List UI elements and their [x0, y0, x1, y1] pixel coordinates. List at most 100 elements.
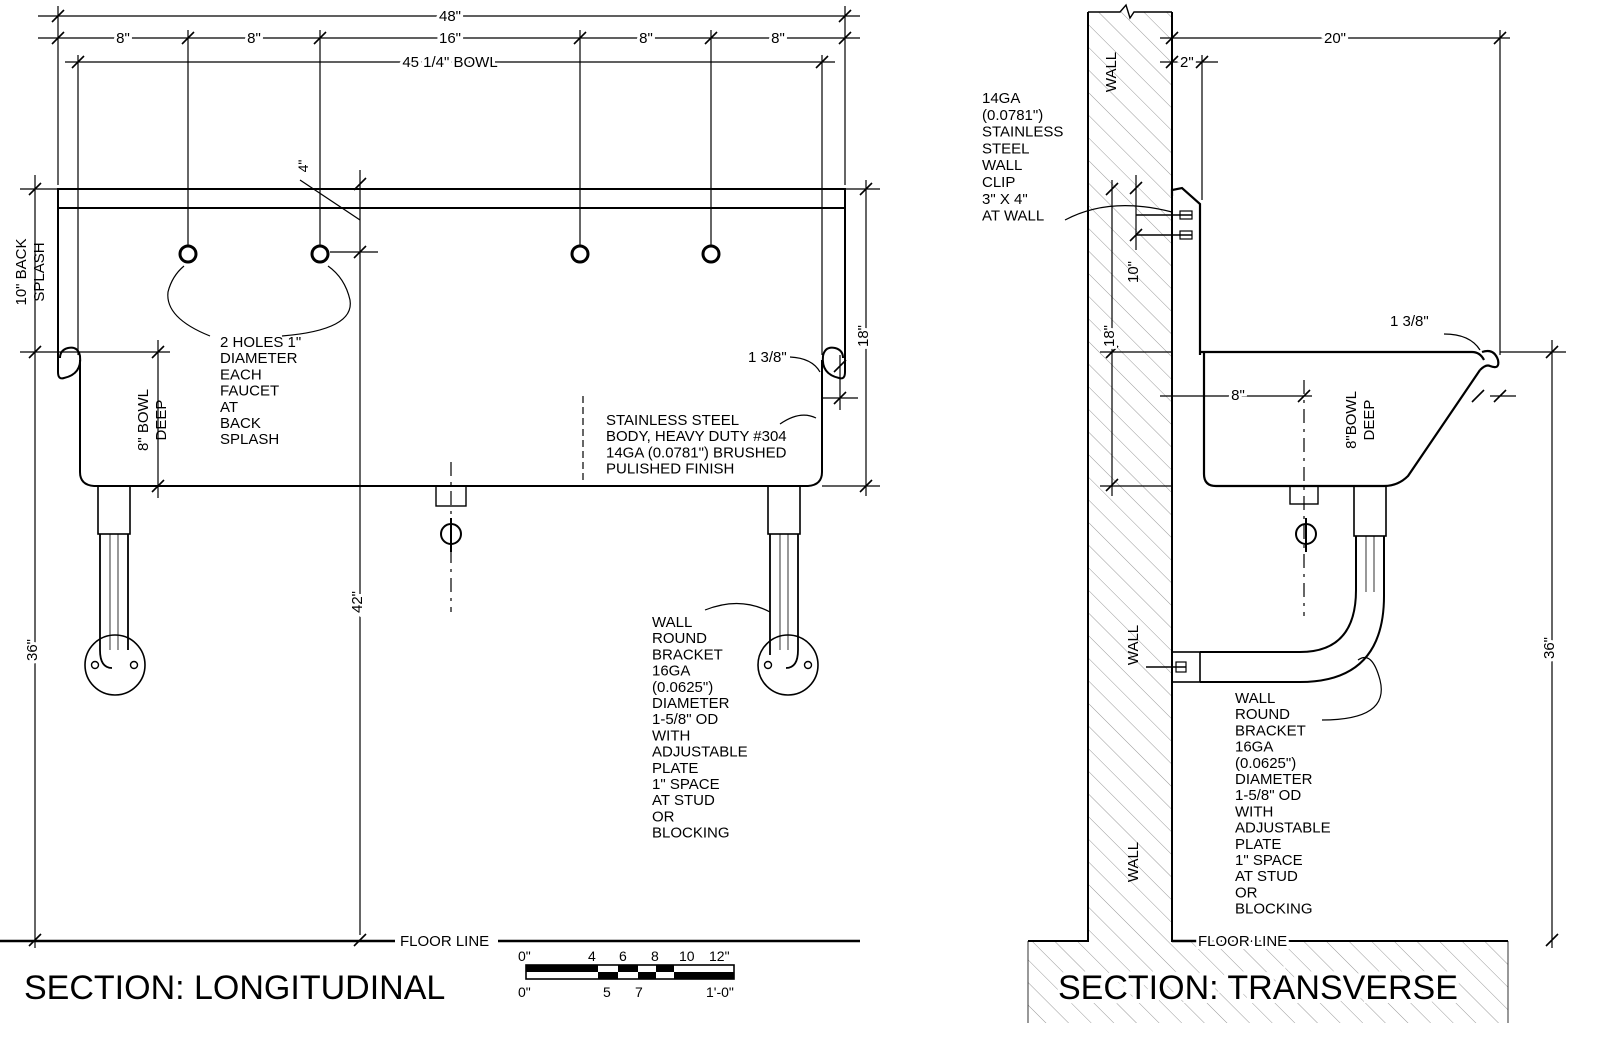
- text-line: BODY, HEAVY DUTY #304: [606, 428, 787, 445]
- text-line: WITH: [652, 727, 690, 744]
- dim-seg-1: 8": [116, 30, 130, 47]
- wall-label-bottom: WALL: [1125, 842, 1142, 882]
- scale-top-12: 12": [709, 948, 730, 964]
- text-line: STAINLESS: [982, 124, 1063, 141]
- text-line: 3" X 4": [982, 191, 1028, 208]
- scale-top-10: 10: [679, 948, 695, 964]
- scale-bar: 0" 4 6 8 10 12" 0" 5 7 1'-0": [518, 948, 735, 1000]
- dim-bowl-width: 45 1/4" BOWL: [402, 54, 497, 71]
- text-line: AT STUD: [652, 792, 715, 809]
- text-line: 16GA: [1235, 739, 1273, 756]
- text-line: WITH: [1235, 803, 1273, 820]
- dim-seg-3: 16": [439, 30, 461, 47]
- bowl-deep-dim: 8" BOWLDEEP: [135, 389, 170, 451]
- dim-height-18: 18": [855, 325, 872, 347]
- text-line: DIAMETER: [1235, 771, 1313, 788]
- text-line: ROUND: [1235, 706, 1290, 723]
- text-line: (0.0625"): [652, 679, 713, 696]
- dim-seg-4: 8": [639, 30, 653, 47]
- text-line: BACK: [220, 415, 261, 432]
- dim-height-36: 36": [24, 639, 41, 661]
- wall-label-top: WALL: [1103, 52, 1120, 92]
- bowl-deep-dim-transverse: 8"BOWLDEEP: [1343, 391, 1378, 449]
- text-line: PULISHED FINISH: [606, 461, 734, 478]
- text-line: OR: [1235, 884, 1258, 901]
- text-line: BLOCKING: [652, 825, 730, 842]
- text-line: PLATE: [1235, 836, 1281, 853]
- text-line: OR: [652, 808, 675, 825]
- scale-top-0: 0": [518, 948, 531, 964]
- text-line: 2 HOLES 1": [220, 334, 301, 351]
- text-line: WALL: [1235, 690, 1275, 707]
- dim-overall-width: 48": [439, 8, 461, 25]
- text-line: BRACKET: [652, 646, 723, 663]
- label-floor-line-transverse: FLOOR LINE: [1198, 933, 1287, 950]
- dim-drain-8: 8": [1231, 387, 1245, 404]
- text-line: 8" BOWL: [135, 389, 152, 451]
- text-line: WALL: [652, 614, 692, 631]
- scale-bottom-5: 5: [603, 984, 611, 1000]
- longitudinal-section: [0, 6, 880, 948]
- text-line: BRACKET: [1235, 722, 1306, 739]
- scale-top-6: 6: [619, 948, 627, 964]
- centerline-symbol: [440, 518, 1317, 552]
- dim-clip-10: 10": [1125, 261, 1142, 283]
- scale-bottom-12: 1'-0": [706, 984, 734, 1000]
- back-splash-dim-text: 10" BACKSPLASH: [13, 238, 48, 305]
- dim-rim-1-3-8: 1 3/8": [748, 349, 787, 366]
- text-line: ADJUSTABLE: [1235, 820, 1331, 837]
- text-line: WALL: [982, 157, 1022, 174]
- text-line: STAINLESS STEEL: [606, 412, 739, 429]
- text-line: AT: [220, 399, 238, 416]
- drawing-canvas: 48" 8" 8" 16" 8" 8" 45 1/4" BOWL 4" 42" …: [0, 3, 1566, 1023]
- dim-depth-20: 20": [1324, 30, 1346, 47]
- title-transverse: SECTION: TRANSVERSE: [1058, 969, 1458, 1007]
- text-line: BLOCKING: [1235, 901, 1313, 918]
- text-line: 1-5/8" OD: [652, 711, 718, 728]
- dim-wall-gap-2: 2": [1180, 54, 1194, 71]
- text-line: DEEP: [153, 400, 170, 441]
- dim-rim-transverse: 1 3/8": [1390, 313, 1429, 330]
- transverse-section: 20" 2" 10" 18" 1 3/8" 8" 36" WALL WALL W…: [1027, 3, 1566, 1023]
- text-line: DIAMETER: [220, 350, 298, 367]
- text-line: SPLASH: [220, 431, 279, 448]
- text-line: DEEP: [1361, 400, 1378, 441]
- scale-top-4: 4: [588, 948, 596, 964]
- text-line: 1-5/8" OD: [1235, 787, 1301, 804]
- text-line: STEEL: [982, 140, 1030, 157]
- dim-height-18-transverse: 18": [1101, 325, 1118, 347]
- bowl-deep-dim-transverse-text: 8"BOWLDEEP: [1343, 391, 1378, 449]
- text-line: EACH: [220, 366, 262, 383]
- wall-label-middle: WALL: [1125, 625, 1142, 665]
- dim-seg-5: 8": [771, 30, 785, 47]
- text-line: AT WALL: [982, 208, 1044, 225]
- text-line: PLATE: [652, 760, 698, 777]
- dim-height-42: 42": [349, 591, 366, 613]
- dim-height-36-transverse: 36": [1541, 637, 1558, 659]
- dim-seg-2: 8": [247, 30, 261, 47]
- text-line: ADJUSTABLE: [652, 744, 748, 761]
- text-line: 16GA: [652, 663, 690, 680]
- text-line: DIAMETER: [652, 695, 730, 712]
- bowl-deep-dim-text: 8" BOWLDEEP: [135, 389, 170, 451]
- scale-bottom-7: 7: [635, 984, 643, 1000]
- title-longitudinal: SECTION: LONGITUDINAL: [24, 969, 445, 1007]
- back-splash-dim: 10" BACKSPLASH: [13, 238, 48, 305]
- text-line: (0.0625"): [1235, 755, 1296, 772]
- text-line: 1" SPACE: [652, 776, 720, 793]
- text-line: 10" BACK: [13, 238, 30, 305]
- text-line: (0.0781"): [982, 107, 1043, 124]
- text-line: SPLASH: [31, 242, 48, 301]
- text-line: CLIP: [982, 174, 1015, 191]
- text-line: AT STUD: [1235, 868, 1298, 885]
